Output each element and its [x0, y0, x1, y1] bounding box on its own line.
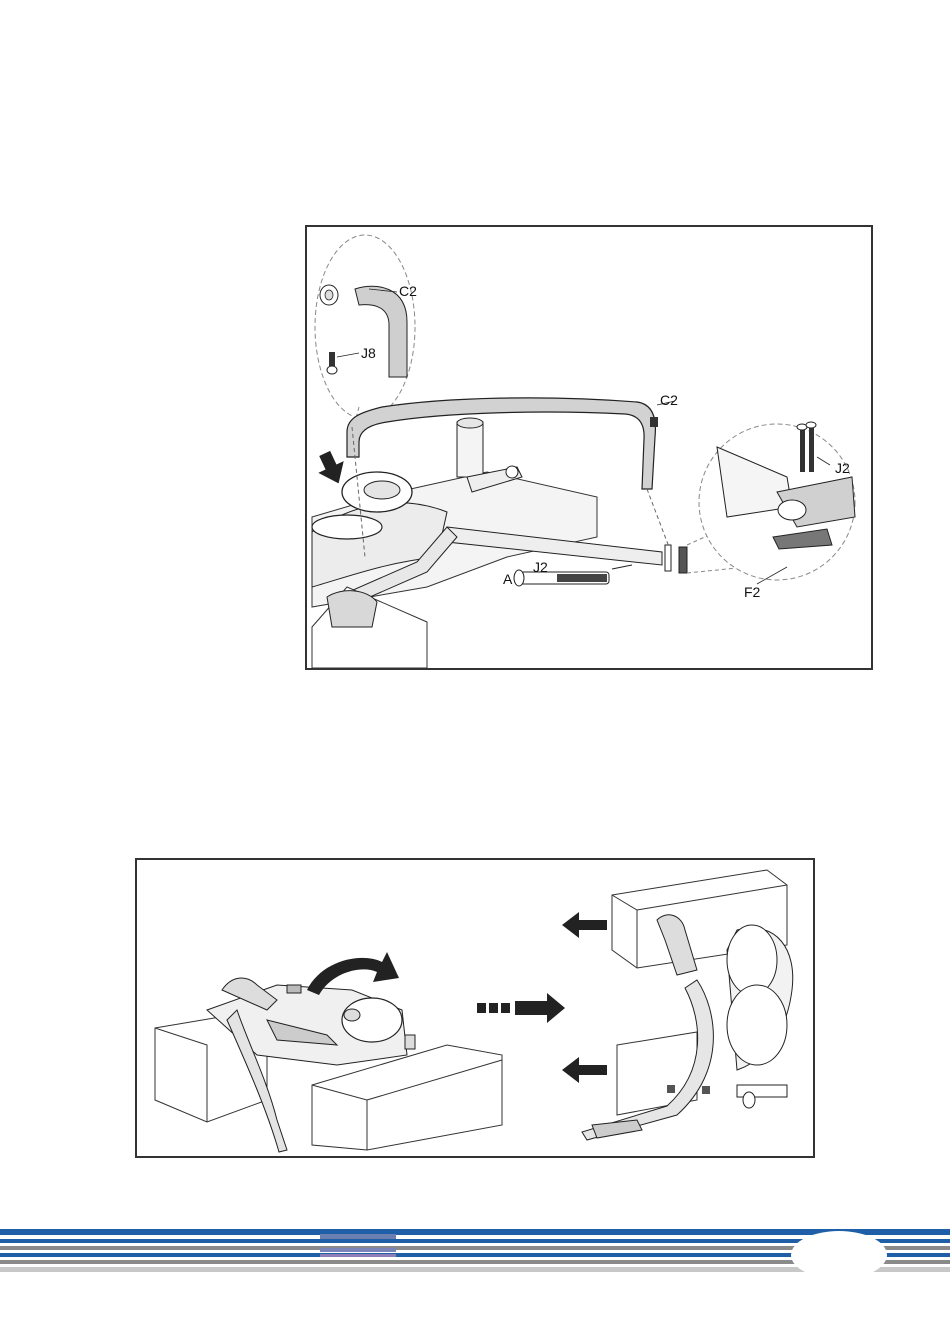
label-c2-main: C2 — [660, 392, 678, 408]
label-a: A — [503, 571, 512, 587]
page-number-badge — [790, 1232, 888, 1280]
upright-rotation-drawing — [137, 860, 813, 1156]
label-j2-detail: J2 — [835, 460, 850, 476]
assembly-figure-upright — [135, 858, 815, 1158]
assembly-figure-handlebar: C2 J8 C2 J2 A J2 F2 — [305, 225, 873, 670]
page-footer — [0, 1222, 950, 1284]
label-j2-main: J2 — [533, 559, 548, 575]
label-f2: F2 — [744, 584, 760, 600]
handlebar-assembly-drawing — [307, 227, 871, 668]
label-c2-detail: C2 — [399, 283, 417, 299]
label-j8: J8 — [361, 345, 376, 361]
